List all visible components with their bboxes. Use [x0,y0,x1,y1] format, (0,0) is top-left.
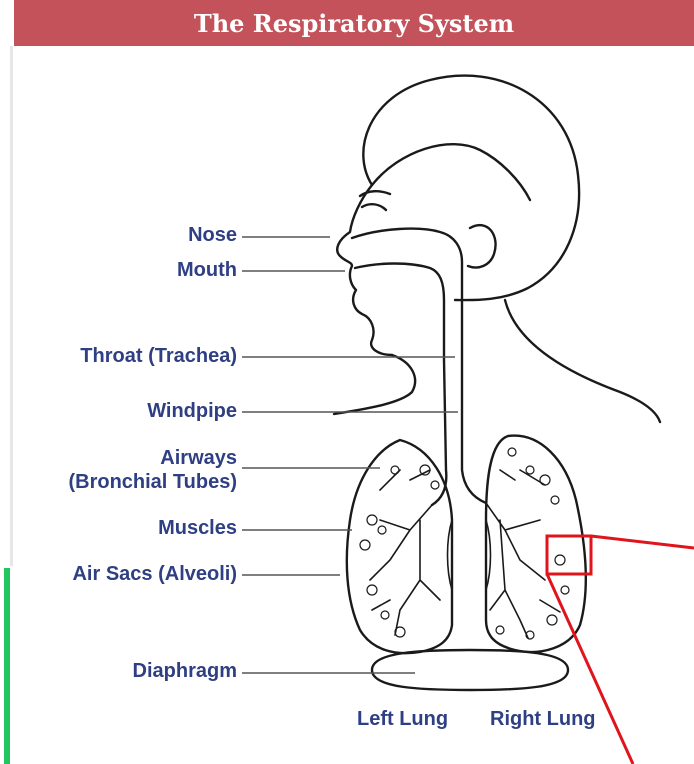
label-left-lung: Left Lung [357,708,448,731]
label-right-lung: Right Lung [490,708,596,731]
face-profile [337,185,392,355]
ear [468,225,496,267]
label-mouth: Mouth [177,259,237,282]
label-throat: Throat (Trachea) [80,345,237,368]
alveoli-clusters [360,448,569,639]
callout-line-bottom [547,574,633,764]
neck-back [505,300,660,422]
label-airways-line2: (Bronchial Tubes) [68,470,237,494]
label-airways: Airways (Bronchial Tubes) [68,446,237,494]
label-diaphragm: Diaphragm [133,660,237,683]
hair-line [372,144,530,200]
right-bronchi [486,470,560,638]
label-air-sacs: Air Sacs (Alveoli) [72,563,237,586]
eye [362,204,386,210]
callout-line-top [591,536,694,548]
left-bronchi [370,470,440,635]
diaphragm-shape [372,650,568,690]
trachea-right [462,300,486,503]
neck-front [334,355,415,414]
label-airways-line1: Airways [68,446,237,470]
mouth-passage [355,264,444,361]
label-muscles: Muscles [158,517,237,540]
label-windpipe: Windpipe [147,400,237,423]
label-nose: Nose [188,224,237,247]
